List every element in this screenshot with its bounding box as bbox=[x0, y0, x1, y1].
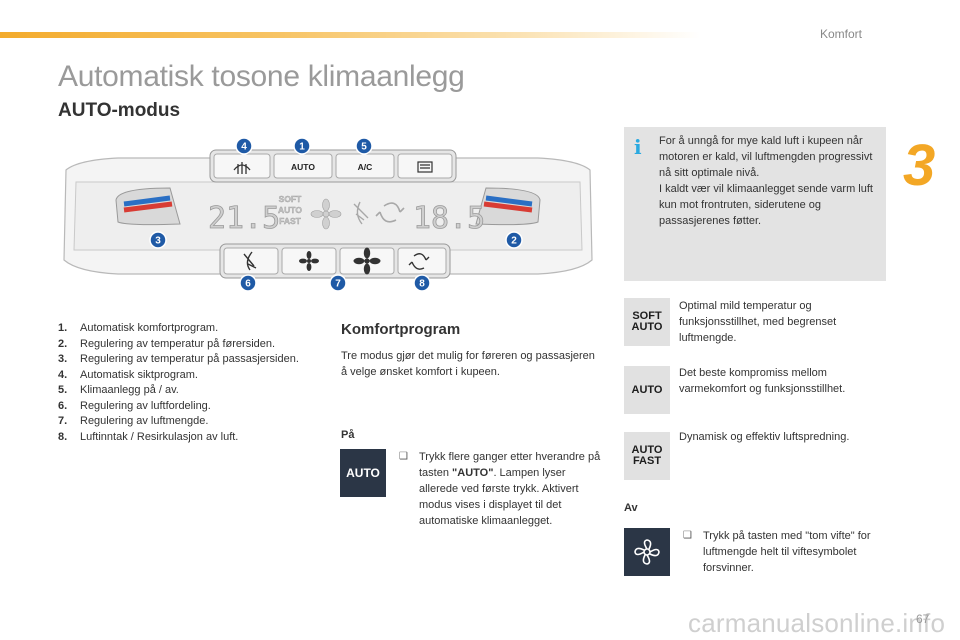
bottom-button-row bbox=[219, 243, 451, 279]
watermark: carmanualsonline.info bbox=[688, 608, 946, 638]
display-auto-label: AUTO bbox=[278, 205, 302, 215]
page-title: Automatisk tosone klimaanlegg bbox=[58, 60, 465, 93]
info-text: For å unngå for mye kald luft i kupeen n… bbox=[659, 133, 879, 229]
display-recirculation-icon bbox=[375, 202, 405, 223]
callout-8: 8 bbox=[419, 279, 425, 290]
callout-1: 1 bbox=[299, 142, 305, 153]
legend-list: 1.Automatisk komfortprogram. 2.Regulerin… bbox=[58, 321, 328, 445]
list-item: 2.Regulering av temperatur på førersiden… bbox=[58, 337, 276, 350]
section-label: Komfort bbox=[820, 27, 863, 41]
checkbox-icon: ❑ bbox=[399, 451, 408, 462]
list-item: 8.Luftinntak / Resirkulasjon av luft. bbox=[58, 430, 239, 443]
off-label: Av bbox=[624, 502, 638, 514]
page-subtitle: AUTO-modus bbox=[58, 100, 181, 121]
display-fast-label: FAST bbox=[279, 216, 302, 226]
display-distribution-icon bbox=[353, 201, 369, 225]
list-item: 4.Automatisk siktprogram. bbox=[58, 368, 198, 381]
section-heading-komfortprogram: Komfortprogram bbox=[341, 321, 461, 338]
off-step-text: ❑ Trykk på tasten med "tom vifte" for lu… bbox=[683, 530, 871, 574]
display-fan-icon bbox=[310, 198, 342, 230]
fan-decrease-icon bbox=[299, 251, 319, 271]
callout-7: 7 bbox=[335, 279, 341, 290]
callout-3: 3 bbox=[155, 236, 161, 247]
display-soft-label: SOFT bbox=[279, 194, 302, 204]
checkbox-icon: ❑ bbox=[683, 530, 692, 541]
callout-5: 5 bbox=[361, 142, 367, 153]
list-item: 6.Regulering av luftfordeling. bbox=[58, 399, 211, 412]
list-item: 1.Automatisk komfortprogram. bbox=[58, 322, 219, 334]
chapter-number: 3 bbox=[903, 133, 935, 198]
auto-button-tile: AUTO bbox=[340, 449, 386, 497]
driver-temp-dial bbox=[475, 187, 541, 226]
panel-auto-label: AUTO bbox=[291, 162, 315, 172]
callout-markers: 4 1 5 3 2 6 7 8 bbox=[149, 137, 523, 292]
fan-increase-icon bbox=[353, 247, 381, 275]
info-icon: i bbox=[634, 135, 642, 159]
air-distribution-icon bbox=[243, 251, 257, 271]
info-text-line-2: I kaldt vær vil klimaanlegget sende varm… bbox=[659, 183, 873, 227]
on-step-text: ❑ Trykk flere ganger etter hverandre på … bbox=[399, 451, 601, 527]
on-label: På bbox=[341, 429, 355, 441]
list-item: 5.Klimaanlegg på / av. bbox=[58, 384, 179, 396]
auto-tile: AUTO bbox=[624, 366, 670, 414]
top-button-row: AUTO A/C bbox=[209, 149, 457, 183]
callout-6: 6 bbox=[245, 279, 251, 290]
header-accent-bar bbox=[0, 32, 700, 38]
list-item: 7.Regulering av luftmengde. bbox=[58, 415, 209, 427]
info-box: i For å unngå for mye kald luft i kupeen… bbox=[624, 127, 886, 281]
program-intro: Tre modus gjør det mulig for føreren og … bbox=[341, 350, 595, 378]
panel-ac-label: A/C bbox=[358, 162, 373, 172]
fan-button-tile bbox=[624, 528, 670, 576]
passenger-temp-dial bbox=[115, 187, 181, 226]
right-temp-readout: 18.5 bbox=[413, 201, 485, 236]
list-item: 3.Regulering av temperatur på passasjers… bbox=[58, 353, 299, 365]
rear-defrost-icon bbox=[417, 161, 433, 173]
climate-panel-illustration: AUTO A/C 21.5 SOFT AUTO FAST 18.5 bbox=[63, 137, 593, 292]
mode-auto-text: Det beste kompromiss mellom varmekomfort… bbox=[679, 367, 846, 395]
left-temp-readout: 21.5 bbox=[208, 201, 280, 236]
callout-2: 2 bbox=[511, 236, 517, 247]
mode-soft-text: Optimal mild temperatur og funksjonsstil… bbox=[679, 300, 837, 344]
callout-4: 4 bbox=[241, 142, 247, 153]
defrost-windscreen-icon bbox=[233, 162, 251, 174]
mode-fast-text: Dynamisk og effektiv luftspredning. bbox=[679, 431, 850, 443]
recirculation-icon bbox=[408, 253, 430, 270]
climate-display: 21.5 SOFT AUTO FAST 18.5 bbox=[208, 194, 486, 237]
page-number: 67 bbox=[916, 612, 930, 626]
empty-fan-icon bbox=[634, 539, 660, 565]
info-text-line-1: For å unngå for mye kald luft i kupeen n… bbox=[659, 135, 873, 179]
